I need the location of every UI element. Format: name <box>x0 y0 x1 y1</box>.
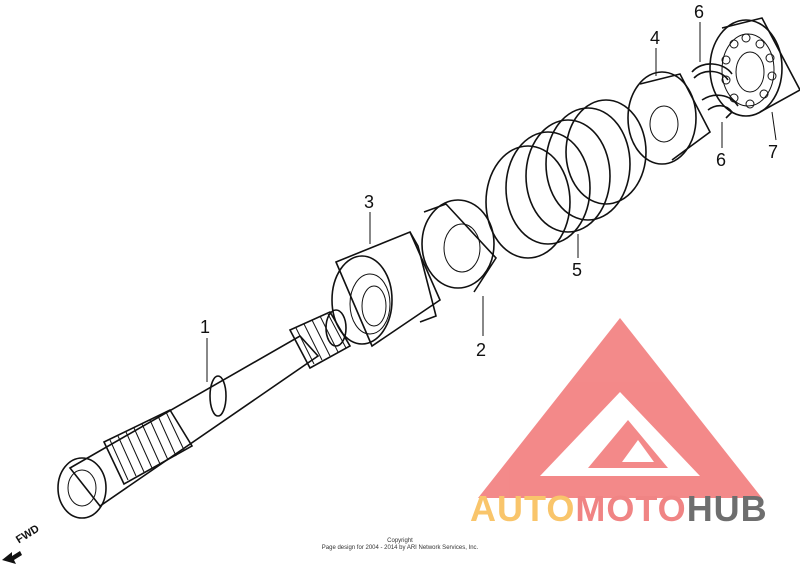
spring-seat-part <box>627 71 712 165</box>
leader-lines <box>206 22 777 382</box>
callout-5: 5 <box>572 260 582 280</box>
watermark-auto: AUTO <box>470 488 576 529</box>
callout-1: 1 <box>200 317 210 337</box>
copyright-notice: Copyright Page design for 2004 - 2014 by… <box>280 538 520 552</box>
callout-2: 2 <box>476 340 486 360</box>
circlip-upper-part <box>691 63 733 81</box>
coupler-part <box>331 230 442 348</box>
shaft-part <box>57 309 352 519</box>
callout-7: 7 <box>768 142 778 162</box>
copyright-line-1: Copyright <box>387 538 413 544</box>
watermark-moto: MOTO <box>575 488 687 529</box>
watermark-hub: HUB <box>686 488 768 529</box>
spring-part <box>485 99 647 259</box>
collar-part <box>421 199 498 293</box>
bearing-part <box>709 17 800 117</box>
watermark-logo <box>478 318 762 498</box>
copyright-line-2: Page design for 2004 - 2014 by ARI Netwo… <box>321 545 479 551</box>
watermark-text: AUTOMOTOHUB <box>470 488 768 530</box>
callout-4: 4 <box>650 28 660 48</box>
callout-6-upper: 6 <box>694 2 704 22</box>
callout-3: 3 <box>364 192 374 212</box>
callout-6-lower: 6 <box>716 150 726 170</box>
fwd-arrow-icon <box>2 551 22 564</box>
